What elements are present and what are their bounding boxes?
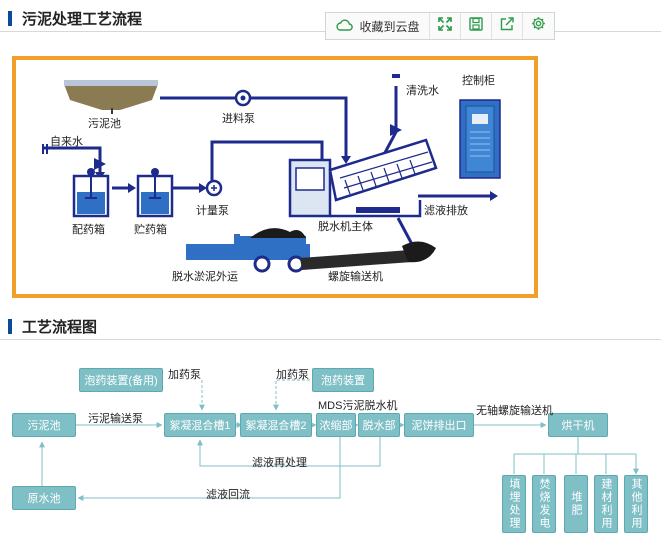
feed-pump-graphic	[234, 89, 252, 107]
label-metering-pump: 计量泵	[196, 205, 229, 217]
settings-icon	[531, 16, 546, 36]
end-use-compost: 堆肥	[564, 475, 588, 533]
node-dewatering: 脱水部	[358, 413, 400, 437]
label-mds-machine: MDS污泥脱水机	[318, 400, 398, 412]
section-title-flowchart: 工艺流程图	[8, 316, 97, 337]
control-cabinet-graphic	[459, 99, 501, 179]
label-shaftless-conveyor: 无轴螺旋输送机	[476, 405, 553, 417]
expand-icon	[438, 16, 452, 36]
node-foam-backup: 泡药装置(备用)	[79, 368, 163, 392]
label-sludge-transport: 脱水淤泥外运	[172, 271, 238, 283]
label-add-agent-1: 加药泵	[168, 369, 201, 381]
save-to-cloud-button[interactable]: 收藏到云盘	[326, 13, 430, 39]
share-button[interactable]	[492, 13, 523, 39]
node-cake-outlet: 泥饼排出口	[404, 413, 474, 437]
end-use-building-material: 建材利用	[594, 475, 618, 533]
node-foam-device: 泡药装置	[312, 368, 374, 392]
label-sludge-tank: 污泥池	[88, 118, 121, 130]
label-tap-water: 自来水	[50, 136, 83, 148]
node-floc-tank-2: 絮凝混合槽2	[240, 413, 312, 437]
save-button[interactable]	[461, 13, 492, 39]
section-title-text: 污泥处理工艺流程	[22, 11, 143, 28]
truck-graphic	[186, 228, 310, 273]
label-filtrate-backflow: 滤液回流	[206, 489, 250, 501]
divider	[0, 339, 661, 340]
label-filtrate-reprocess: 滤液再处理	[252, 457, 307, 469]
metering-pump-graphic	[205, 179, 223, 197]
label-transfer-pump: 污泥输送泵	[88, 413, 143, 425]
node-floc-tank-1: 絮凝混合槽1	[164, 413, 236, 437]
toolbar: 收藏到云盘	[325, 12, 555, 40]
section-title-text: 工艺流程图	[22, 319, 98, 336]
process-illustration-frame	[12, 56, 538, 298]
share-icon	[500, 16, 514, 36]
screw-conveyor-graphic	[300, 241, 436, 270]
mixing-tank-graphic	[72, 168, 110, 218]
section-marker	[8, 11, 12, 26]
label-wash-water: 清洗水	[406, 85, 439, 97]
save-icon	[469, 16, 483, 36]
node-raw-water-pool: 原水池	[12, 486, 76, 510]
end-use-landfill: 填埋处理	[502, 475, 526, 533]
label-storage-tank: 贮药箱	[134, 224, 167, 236]
fullscreen-button[interactable]	[430, 13, 461, 39]
section-title-process: 污泥处理工艺流程	[8, 8, 142, 29]
sludge-tank-graphic	[64, 80, 158, 114]
settings-button[interactable]	[523, 13, 554, 39]
process-illustration	[42, 74, 501, 273]
cloud-icon	[335, 18, 354, 35]
node-dryer: 烘干机	[548, 413, 608, 437]
node-thickening: 浓缩部	[316, 413, 356, 437]
label-filtrate-discharge: 滤液排放	[424, 205, 468, 217]
label-control-cabinet: 控制柜	[462, 75, 495, 87]
node-sludge-pool: 污泥池	[12, 413, 76, 437]
dewatering-machine-graphic	[288, 138, 438, 218]
label-screw-conveyor: 螺旋输送机	[328, 271, 383, 283]
label-dewater-main: 脱水机主体	[318, 221, 373, 233]
storage-tank-graphic	[136, 168, 174, 218]
end-use-other: 其他利用	[624, 475, 648, 533]
valves	[42, 74, 402, 170]
label-mixing-tank: 配药箱	[72, 224, 105, 236]
save-to-cloud-label: 收藏到云盘	[359, 19, 420, 34]
end-use-incineration: 焚烧发电	[532, 475, 556, 533]
label-add-agent-2: 加药泵	[276, 369, 309, 381]
section-marker	[8, 319, 12, 334]
label-feed-pump: 进料泵	[222, 113, 255, 125]
